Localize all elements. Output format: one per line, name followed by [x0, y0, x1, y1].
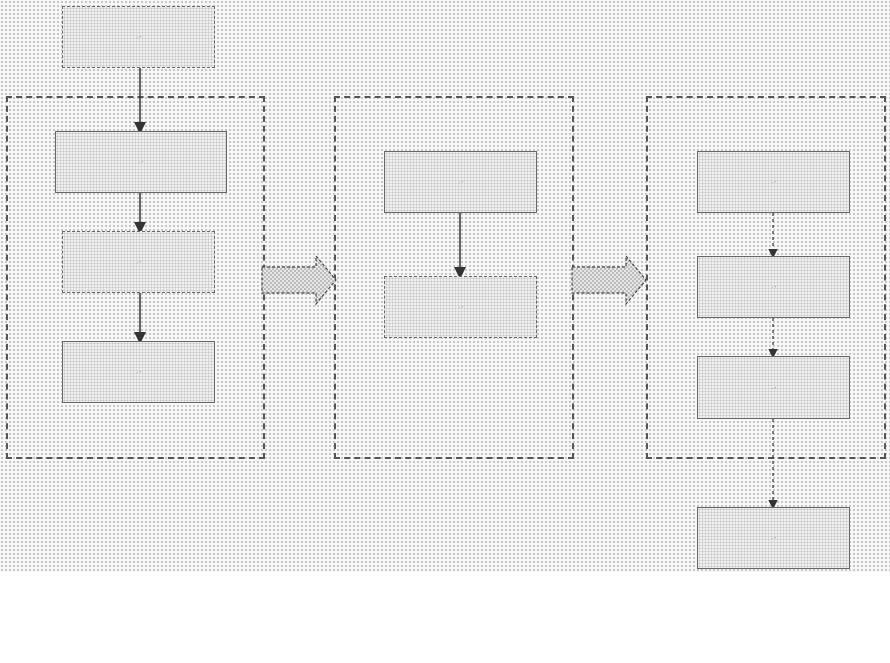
group-3-node-3: [697, 356, 850, 419]
group-2-node-2-label: [458, 306, 463, 308]
group-1-node-1-label: [139, 161, 143, 163]
group-1-node-3: [62, 341, 215, 403]
group-1-node-1: [55, 131, 227, 193]
group-3-node-3-label: [771, 386, 776, 389]
group-2-node-1: [384, 151, 537, 213]
group-3-node-2-label: [771, 286, 776, 288]
block-arrow-g1-to-g2: [261, 254, 337, 306]
block-arrow-g2-to-g3: [571, 254, 647, 306]
group-1-node-2: [62, 231, 215, 293]
group-3-container: [646, 96, 886, 459]
bottom-output-node-label: [771, 537, 776, 539]
top-input-node-label: [136, 36, 141, 38]
group-1-node-3-label: [136, 371, 141, 373]
group-3-node-2: [697, 256, 850, 318]
group-2-node-1-label: [458, 181, 463, 183]
top-input-node: [62, 6, 215, 68]
group-1-node-2-label: [136, 261, 141, 263]
bottom-output-node: [697, 507, 850, 569]
group-2-node-2: [384, 276, 537, 338]
group-3-node-1: [697, 151, 850, 213]
group-3-node-1-label: [771, 181, 776, 183]
